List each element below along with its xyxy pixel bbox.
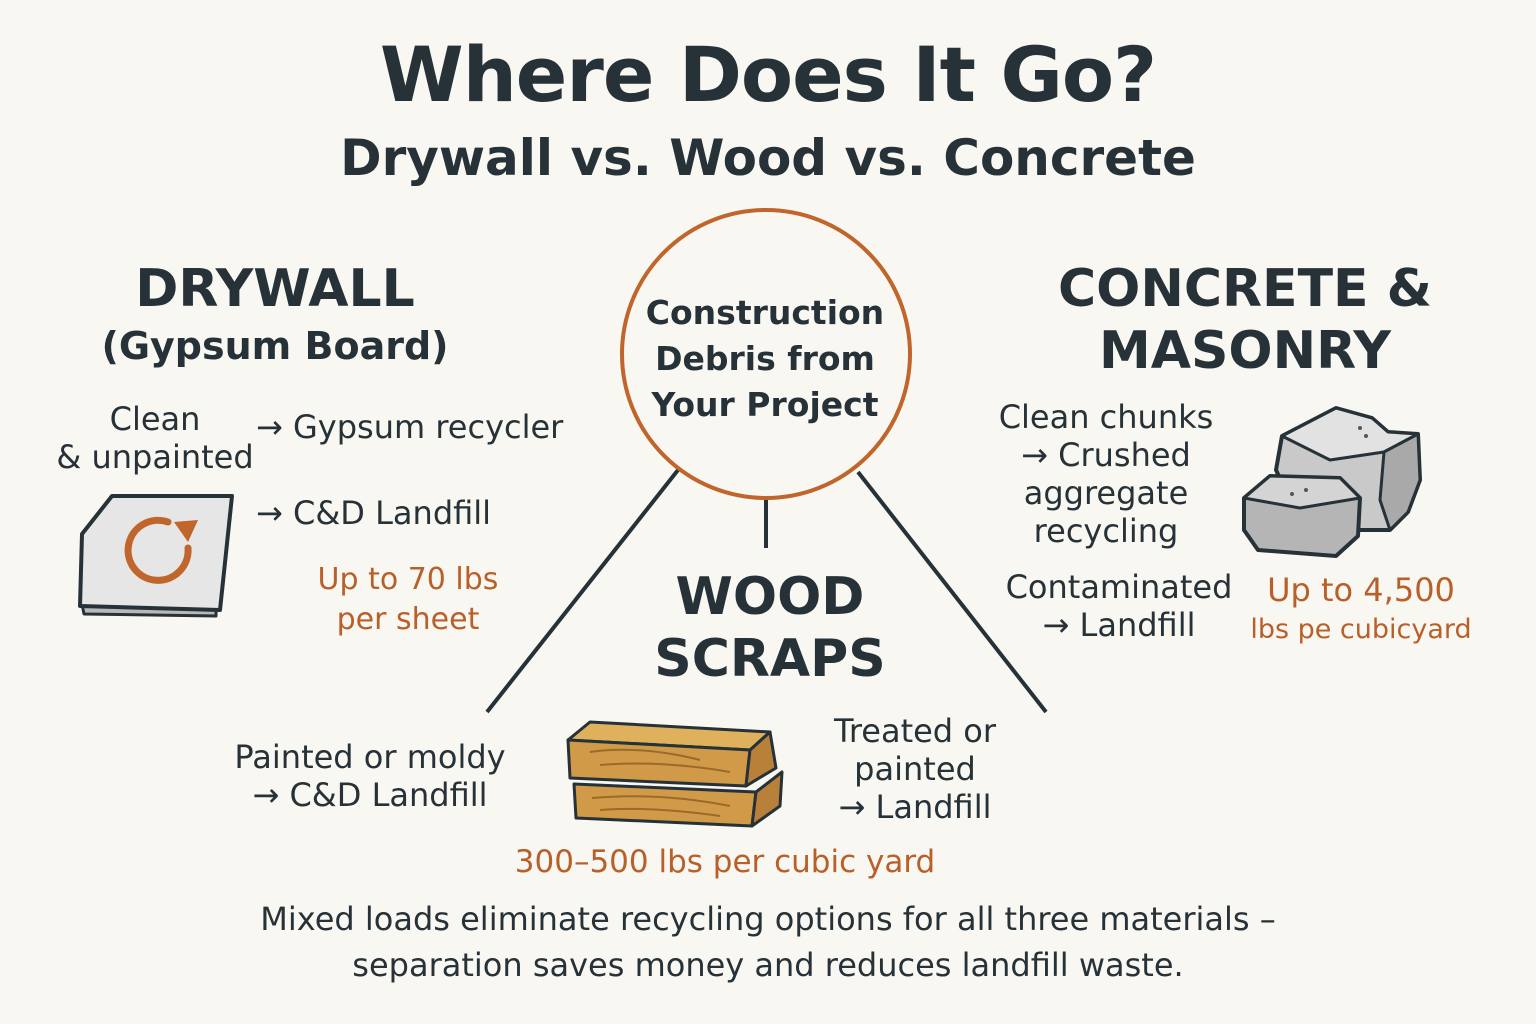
concrete-contaminated-line-1: Contaminated (1005, 568, 1233, 606)
drywall-clean-label: Clean & unpainted (40, 400, 270, 476)
drywall-weight-line-2: per sheet (336, 602, 480, 637)
drywall-clean-line-1: Clean (109, 400, 201, 438)
hub-circle (620, 208, 912, 500)
drywall-weight: Up to 70 lbs per sheet (290, 560, 526, 640)
concrete-contaminated-label: Contaminated → Landfill (996, 568, 1242, 644)
concrete-clean-line-4: recycling (1033, 512, 1179, 550)
connector-line-right (856, 470, 1048, 714)
footer-note: Mixed loads eliminate recycling options … (0, 896, 1536, 988)
drywall-painted-line-2: → C&D Landfill (252, 776, 488, 814)
concrete-weight: Up to 4,500 lbs pe cubicyard (1236, 570, 1486, 650)
drywall-title: DRYWALL (135, 259, 415, 319)
wood-treated-label: Treated or painted → Landfill (800, 712, 1030, 826)
hub-line-3: Your Project (651, 385, 879, 424)
concrete-weight-line-2: lbs pe cubicyard (1250, 614, 1472, 645)
drywall-subtitle: (Gypsum Board) (101, 324, 449, 368)
drywall-painted-line-1: Painted or moldy (234, 738, 506, 776)
wood-title-line-1: WOOD (675, 567, 865, 627)
wood-weight: 300–500 lbs per cubic yard (514, 844, 936, 880)
concrete-title-line-1: CONCRETE & (1057, 259, 1433, 319)
concrete-weight-line-1: Up to 4,500 (1267, 571, 1455, 609)
drywall-painted-label: Painted or moldy → C&D Landfill (220, 738, 520, 814)
drywall-clean-line-2: & unpainted (56, 438, 254, 476)
concrete-block-icon (1242, 406, 1422, 558)
hub-line-1: Construction (645, 293, 885, 332)
concrete-clean-line-3: aggregate (1023, 474, 1189, 512)
drywall-sheet-icon (78, 494, 234, 618)
page-title: Where Does It Go? (379, 30, 1157, 119)
lumber-icon (566, 720, 784, 828)
concrete-clean-line-2: → Crushed (1021, 436, 1191, 474)
footer-line-2: separation saves money and reduces landf… (352, 946, 1184, 984)
concrete-clean-line-1: Clean chunks (998, 398, 1214, 436)
wood-title-line-2: SCRAPS (654, 629, 886, 689)
concrete-title-line-2: MASONRY (1098, 321, 1392, 381)
hub-line-2: Debris from (655, 339, 875, 378)
wood-treated-line-3: → Landfill (838, 788, 992, 826)
wood-treated-line-1: Treated or (833, 712, 997, 750)
concrete-title: CONCRETE & MASONRY (1040, 258, 1450, 382)
concrete-clean-label: Clean chunks → Crushed aggregate recycli… (990, 398, 1222, 550)
recycle-arrow-icon (124, 516, 198, 584)
footer-line-1: Mixed loads eliminate recycling options … (260, 900, 1276, 938)
page-subtitle: Drywall vs. Wood vs. Concrete (340, 129, 1196, 187)
drywall-clean-destination: → Gypsum recycler (256, 408, 564, 446)
connector-line-left (485, 468, 680, 714)
drywall-landfill-destination: → C&D Landfill (256, 494, 492, 532)
hub-label: Construction Debris from Your Project (640, 290, 890, 428)
wood-title: WOOD SCRAPS (620, 566, 920, 690)
drywall-weight-line-1: Up to 70 lbs (317, 562, 499, 597)
concrete-contaminated-line-2: → Landfill (1042, 606, 1196, 644)
wood-treated-line-2: painted (854, 750, 976, 788)
